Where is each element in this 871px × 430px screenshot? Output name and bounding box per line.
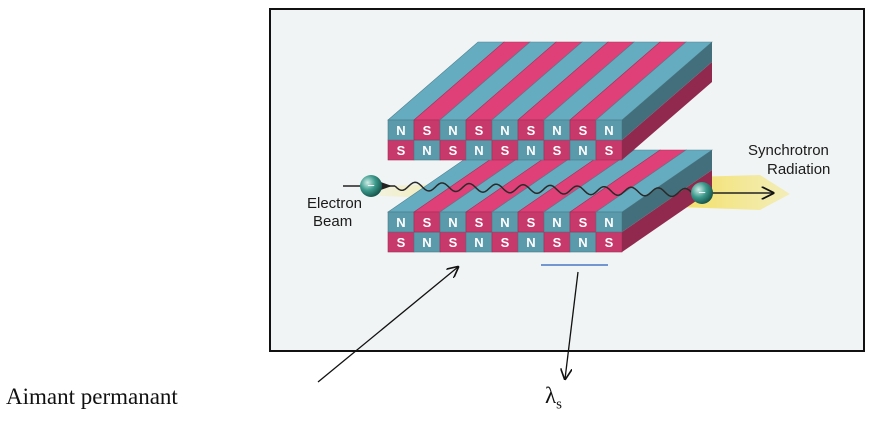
bottom-magnet-upper-label-6: N [552, 215, 561, 230]
bottom-magnet-lower-label-8: S [605, 235, 614, 250]
magnet-pointer-arrow [317, 267, 458, 383]
lambda-subscript: s [556, 396, 562, 413]
radiation-label-2: Radiation [767, 161, 830, 178]
top-magnet-upper-label-8: N [604, 123, 613, 138]
bottom-magnet-upper-label-5: S [527, 215, 536, 230]
bottom-magnet-upper-label-0: N [396, 215, 405, 230]
bottom-magnet-lower-label-7: N [578, 235, 587, 250]
top-magnet-lower-label-2: S [449, 143, 458, 158]
electron-beam-label-1: Electron [307, 195, 362, 212]
electron-trajectory [394, 181, 702, 198]
bottom-magnet-upper-label-8: N [604, 215, 613, 230]
top-magnet-upper-label-6: N [552, 123, 561, 138]
bottom-magnet-upper-label-7: S [579, 215, 588, 230]
top-magnet-lower-side [622, 62, 712, 160]
caption-period-lambda: λs [545, 383, 562, 414]
top-magnet-upper-label-3: S [475, 123, 484, 138]
bottom-magnet-upper-side [622, 150, 712, 232]
top-magnet-lower-label-4: S [501, 143, 510, 158]
top-magnet-upper-label-0: N [396, 123, 405, 138]
top-magnet-lower-label-8: S [605, 143, 614, 158]
top-magnet-lower-label-7: N [578, 143, 587, 158]
electron-in [360, 175, 382, 197]
top-magnet-upper-label-1: S [423, 123, 432, 138]
caption-permanent-magnet: Aimant permanant [6, 384, 178, 409]
top-magnet-upper-label-7: S [579, 123, 588, 138]
bottom-magnet-lower-label-2: S [449, 235, 458, 250]
top-magnet-upper-label-4: N [500, 123, 509, 138]
top-magnet-upper-label-2: N [448, 123, 457, 138]
bottom-magnet-lower-label-0: S [397, 235, 406, 250]
electron-out-sign: − [698, 185, 706, 200]
bottom-magnet-lower-label-1: N [422, 235, 431, 250]
lambda-pointer-arrow [565, 271, 579, 379]
electron-out [691, 182, 713, 204]
top-magnet-upper-label-5: S [527, 123, 536, 138]
bottom-magnet-lower-label-4: S [501, 235, 510, 250]
bottom-magnet-upper-label-1: S [423, 215, 432, 230]
top-magnet-lower-label-6: S [553, 143, 562, 158]
electron-beam-label-2: Beam [313, 213, 352, 230]
top-magnet-lower-label-3: N [474, 143, 483, 158]
top-magnet-lower-label-1: N [422, 143, 431, 158]
top-magnet-upper-side [622, 42, 712, 140]
bottom-magnet-lower-label-5: N [526, 235, 535, 250]
bottom-magnet-lower-label-6: S [553, 235, 562, 250]
electron-in-sign: − [367, 178, 375, 193]
bottom-magnet-upper-label-2: N [448, 215, 457, 230]
radiation-label-1: Synchrotron [748, 142, 829, 159]
bottom-magnet-lower-label-3: N [474, 235, 483, 250]
lambda-symbol: λ [545, 383, 557, 408]
bottom-magnet-upper-label-4: N [500, 215, 509, 230]
bottom-magnet-upper-label-3: S [475, 215, 484, 230]
top-magnet-lower-label-5: N [526, 143, 535, 158]
top-magnet-lower-label-0: S [397, 143, 406, 158]
